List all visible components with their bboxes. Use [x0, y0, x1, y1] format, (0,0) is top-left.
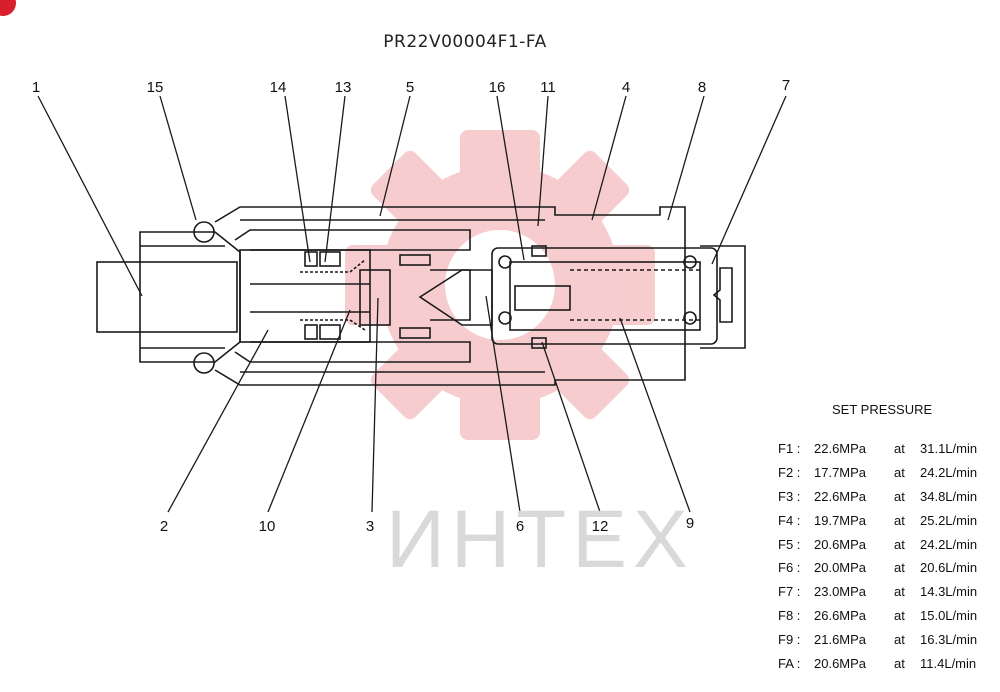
outer-housing — [214, 206, 686, 386]
watermark-text: ИНТЕХ — [386, 494, 694, 585]
part-label-8: 8 — [698, 79, 706, 96]
part-label-4: 4 — [622, 79, 630, 96]
set-pressure-heading: SET PRESSURE — [832, 402, 933, 417]
valve-body — [96, 206, 746, 386]
inner-passage-bottom — [234, 341, 471, 363]
poppet-body — [359, 269, 391, 326]
part-label-5: 5 — [406, 79, 414, 96]
lock-slot — [712, 267, 733, 323]
part-label-9: 9 — [686, 515, 694, 532]
inlet-fitting — [96, 261, 238, 333]
drawing-title: PR22V00004F1-FA — [383, 32, 547, 52]
part-label-14: 14 — [270, 79, 287, 96]
corner-mark — [0, 0, 16, 16]
inner-passage-top — [234, 229, 471, 251]
part-label-1: 1 — [32, 79, 40, 96]
part-label-3: 3 — [366, 518, 374, 535]
piston-housing — [239, 249, 371, 343]
spring-chamber — [491, 247, 718, 345]
part-number-labels: 1 15 14 13 5 16 11 4 8 7 2 10 3 6 12 9 — [32, 77, 790, 535]
inlet-nut — [139, 231, 241, 363]
seal-12 — [531, 337, 547, 349]
seat-housing — [430, 269, 471, 321]
part-label-12: 12 — [592, 518, 609, 535]
o-ring-15 — [193, 221, 215, 243]
adjusting-screw — [700, 245, 746, 349]
seal-11 — [531, 245, 547, 257]
watermark-gear — [345, 130, 655, 440]
leader-lines — [37, 95, 787, 513]
part-label-16: 16 — [489, 79, 506, 96]
part-label-11: 11 — [540, 79, 556, 96]
part-label-7: 7 — [782, 77, 790, 94]
part-label-10: 10 — [259, 518, 276, 535]
part-label-6: 6 — [516, 518, 524, 535]
part-label-13: 13 — [335, 79, 352, 96]
part-label-2: 2 — [160, 518, 168, 535]
part-label-15: 15 — [147, 79, 164, 96]
o-ring-15-lower — [193, 352, 215, 374]
